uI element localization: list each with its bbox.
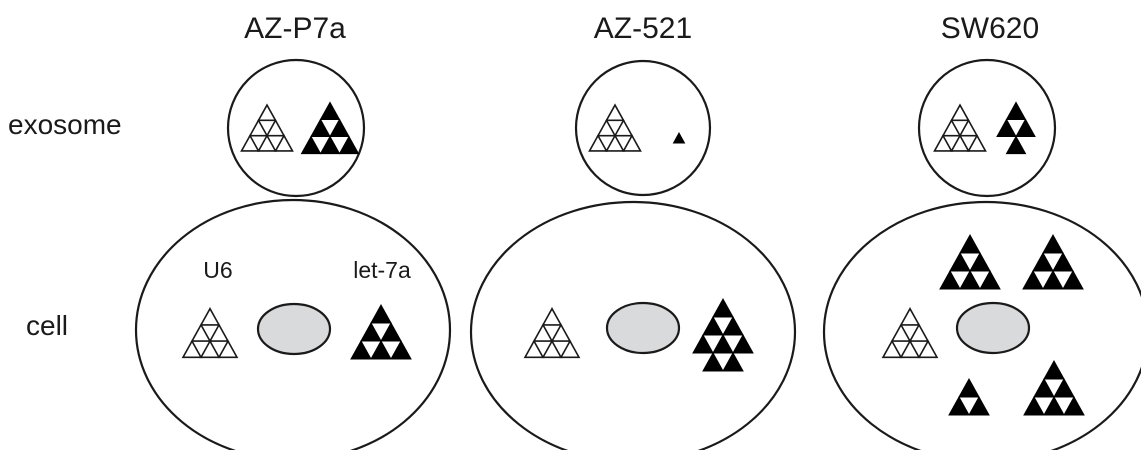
exosome-circle-az-521 (574, 59, 712, 197)
let-7a-triangle (1063, 395, 1085, 416)
let-7a-triangle (939, 269, 961, 290)
u6-triangle (240, 134, 260, 152)
u6-triangle (199, 307, 221, 326)
let-7a-triangle (948, 395, 970, 416)
u6-triangle (917, 339, 939, 359)
let-7a-triangle (1022, 269, 1044, 290)
let-7a-triangle (390, 339, 412, 360)
nucleus-az-p7a (256, 302, 332, 356)
let-7a-triangle (1005, 101, 1027, 120)
u6-triangle (541, 339, 563, 359)
u6-triangle (613, 118, 634, 137)
exosome-circle-az-p7a (226, 58, 366, 198)
u6-triangle (967, 134, 987, 152)
let-7a-triangle (370, 339, 392, 360)
let-7a-triangle (1005, 135, 1027, 155)
u6-triangle (899, 339, 921, 359)
u6-triangle (950, 103, 970, 122)
u6-triangle (908, 323, 930, 342)
let-7a-triangle (1033, 377, 1055, 398)
u6-triangle (190, 323, 212, 342)
u6-triangle (559, 339, 581, 359)
let-7a-triangle (319, 135, 341, 155)
let-7a-triangle (1023, 395, 1045, 416)
row-label-cell: cell (26, 310, 68, 341)
let-7a-triangle (338, 135, 360, 155)
let-7a-triangle (310, 118, 331, 138)
u6-triangle (622, 134, 642, 152)
nucleus-sw620 (955, 301, 1031, 355)
let-7a-triangle (969, 251, 991, 272)
u6-triangle (950, 134, 970, 152)
u6-triangle (550, 323, 572, 342)
u6-triangle (881, 339, 903, 359)
let-7a-triangle (360, 321, 382, 342)
column-title-az-521: AZ-521 (594, 12, 692, 45)
let-7a-triangle (1052, 251, 1074, 272)
let-7a-label: let-7a (353, 257, 411, 283)
let-7a-triangle (959, 269, 981, 290)
u6-triangle (523, 339, 545, 359)
let-7a-triangle (319, 101, 341, 120)
let-7a-triangle (722, 315, 744, 336)
u6-triangle (257, 103, 277, 122)
u6-triangle (958, 118, 979, 137)
column-title-sw620: SW620 (941, 12, 1039, 45)
u6-triangle (605, 103, 625, 122)
let-7a-triangle (380, 321, 402, 342)
u6-triangle (208, 323, 230, 342)
let-7a-triangle (1053, 377, 1075, 398)
let-7a-triangle (672, 132, 686, 144)
u6-triangle (605, 134, 625, 152)
let-7a-triangle (692, 333, 714, 354)
let-7a-triangle (702, 315, 724, 336)
let-7a-triangle (968, 395, 990, 416)
let-7a-triangle (702, 351, 724, 372)
let-7a-triangle (712, 333, 734, 354)
let-7a-triangle (1043, 395, 1065, 416)
let-7a-triangle (732, 333, 754, 354)
let-7a-triangle (1042, 233, 1064, 254)
u6-triangle (199, 339, 221, 359)
nucleus-az-521 (605, 301, 681, 355)
u6-triangle (588, 134, 608, 152)
u6-triangle (181, 339, 203, 359)
let-7a-triangle (996, 118, 1017, 138)
u6-label: U6 (203, 257, 232, 283)
u6-triangle (532, 323, 554, 342)
u6-triangle (248, 118, 269, 137)
rna-triangle-markers (181, 101, 1085, 416)
u6-triangle (265, 118, 286, 137)
u6-triangle (217, 339, 239, 359)
let-7a-triangle (722, 351, 744, 372)
u6-triangle (941, 118, 962, 137)
let-7a-triangle (712, 297, 734, 318)
u6-triangle (596, 118, 617, 137)
u6-triangle (899, 307, 921, 326)
u6-triangle (541, 307, 563, 326)
let-7a-triangle (1015, 118, 1036, 138)
u6-triangle (890, 323, 912, 342)
let-7a-triangle (1032, 251, 1054, 272)
u6-triangle (933, 134, 953, 152)
u6-triangle (274, 134, 294, 152)
let-7a-triangle (370, 303, 392, 324)
column-title-az-p7a: AZ-P7a (244, 12, 346, 45)
exosome-circle-sw620 (917, 58, 1057, 198)
let-7a-triangle (1043, 359, 1065, 380)
let-7a-triangle (329, 118, 350, 138)
let-7a-triangle (949, 251, 971, 272)
u6-triangle (257, 134, 277, 152)
let-7a-triangle (959, 233, 981, 254)
let-7a-triangle (958, 377, 980, 398)
let-7a-triangle (979, 269, 1001, 290)
let-7a-triangle (350, 339, 372, 360)
let-7a-triangle (300, 135, 322, 155)
let-7a-triangle (1062, 269, 1084, 290)
let-7a-triangle (1042, 269, 1064, 290)
row-label-exosome: exosome (8, 109, 122, 140)
